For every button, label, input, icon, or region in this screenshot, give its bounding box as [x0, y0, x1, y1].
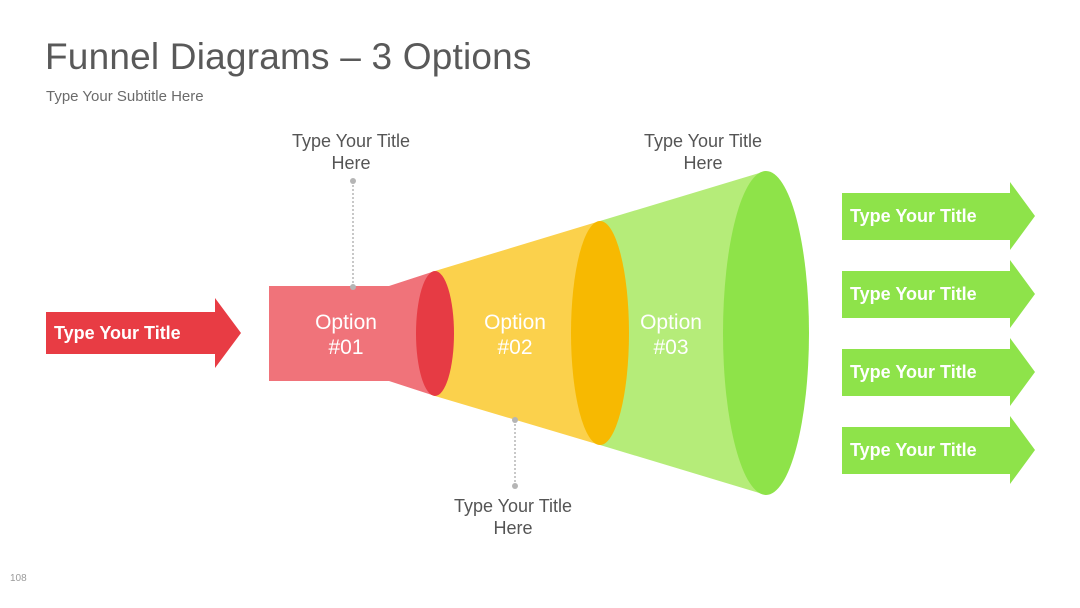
output-arrow-2 [842, 260, 1035, 328]
output-arrow-3-label: Type Your Title [850, 362, 977, 382]
output-arrow-3 [842, 338, 1035, 406]
input-arrow [46, 298, 241, 368]
stage-03-label: Option #03 [611, 310, 731, 360]
page-subtitle: Type Your Subtitle Here [46, 88, 204, 105]
callout-top-right: Type Your Title Here [623, 130, 783, 174]
stage-02-label-line2: #02 [497, 336, 533, 359]
callout-bottom-line2: Here [493, 518, 533, 538]
stage-01-ring [416, 271, 454, 396]
callout-bottom-line1: Type Your Title [453, 496, 573, 516]
callout-top-left-line1: Type Your Title [291, 131, 411, 151]
stage-02-body [435, 221, 600, 445]
stage-02-label: Option #02 [455, 310, 575, 360]
leader-line-01 [350, 178, 356, 290]
stage-03-ring [723, 171, 809, 495]
stage-01-label-line2: #01 [328, 336, 364, 359]
stage-03-label-line1: Option [640, 311, 702, 334]
callout-bottom: Type Your Title Here [433, 495, 593, 539]
page-title: Funnel Diagrams – 3 Options [45, 36, 532, 77]
callout-top-left-line2: Here [331, 153, 371, 173]
input-arrow-label: Type Your Title [54, 323, 181, 343]
leader-line-02 [512, 417, 518, 489]
stage-02-label-line1: Option [484, 311, 546, 334]
callout-top-left: Type Your Title Here [271, 130, 431, 174]
page-number: 108 [10, 573, 27, 584]
output-arrow-4-label: Type Your Title [850, 440, 977, 460]
output-arrow-4 [842, 416, 1035, 484]
stage-02-ring [571, 221, 629, 445]
callout-top-right-line2: Here [683, 153, 723, 173]
stage-03-label-line2: #03 [653, 336, 689, 359]
stage-01-label: Option #01 [286, 310, 406, 360]
stage-01-body [269, 271, 435, 396]
stage-01-label-line1: Option [315, 311, 377, 334]
output-arrow-1 [842, 182, 1035, 250]
callout-top-right-line1: Type Your Title [643, 131, 763, 151]
output-arrow-2-label: Type Your Title [850, 284, 977, 304]
stage-03-body [600, 171, 766, 495]
output-arrow-1-label: Type Your Title [850, 206, 977, 226]
